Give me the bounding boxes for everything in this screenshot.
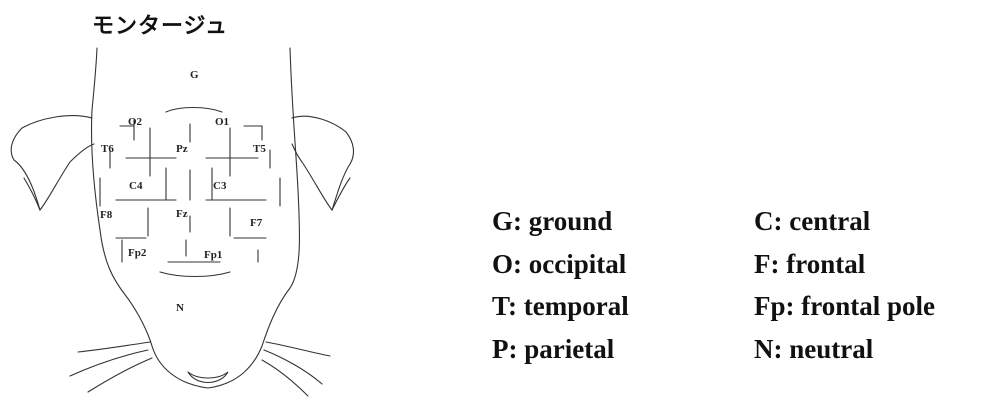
- electrode-t5: T5: [253, 143, 266, 155]
- legend-item-central: C: central: [754, 200, 935, 243]
- legend: G: ground O: occipital T: temporal P: pa…: [492, 200, 972, 390]
- rat-head-diagram: G O2 O1 T6 Pz T5 C4 C3 F8 Fz F7 Fp2 Fp1 …: [0, 0, 460, 398]
- legend-item-occipital: O: occipital: [492, 243, 629, 286]
- legend-item-ground: G: ground: [492, 200, 629, 243]
- nose: [188, 372, 228, 383]
- electrode-t6: T6: [101, 143, 114, 155]
- electrode-c3: C3: [213, 180, 227, 192]
- legend-item-frontal: F: frontal: [754, 243, 935, 286]
- electrode-fp1: Fp1: [204, 249, 222, 261]
- legend-item-parietal: P: parietal: [492, 328, 629, 371]
- head-outline: [91, 48, 299, 388]
- electrode-g: G: [190, 69, 199, 81]
- legend-column-left: G: ground O: occipital T: temporal P: pa…: [492, 200, 629, 370]
- left-ear: [11, 116, 94, 210]
- legend-item-neutral: N: neutral: [754, 328, 935, 371]
- legend-column-right: C: central F: frontal Fp: frontal pole N…: [754, 200, 935, 370]
- electrode-fz: Fz: [176, 208, 188, 220]
- legend-item-frontal-pole: Fp: frontal pole: [754, 285, 935, 328]
- electrode-pz: Pz: [176, 143, 188, 155]
- electrode-f7: F7: [250, 217, 263, 229]
- legend-item-temporal: T: temporal: [492, 285, 629, 328]
- electrode-f8: F8: [100, 209, 113, 221]
- right-ear: [292, 116, 353, 210]
- electrode-c4: C4: [129, 180, 143, 192]
- electrode-fp2: Fp2: [128, 247, 147, 259]
- electrode-n: N: [176, 302, 184, 314]
- electrode-o2: O2: [128, 116, 143, 128]
- electrode-o1: O1: [215, 116, 229, 128]
